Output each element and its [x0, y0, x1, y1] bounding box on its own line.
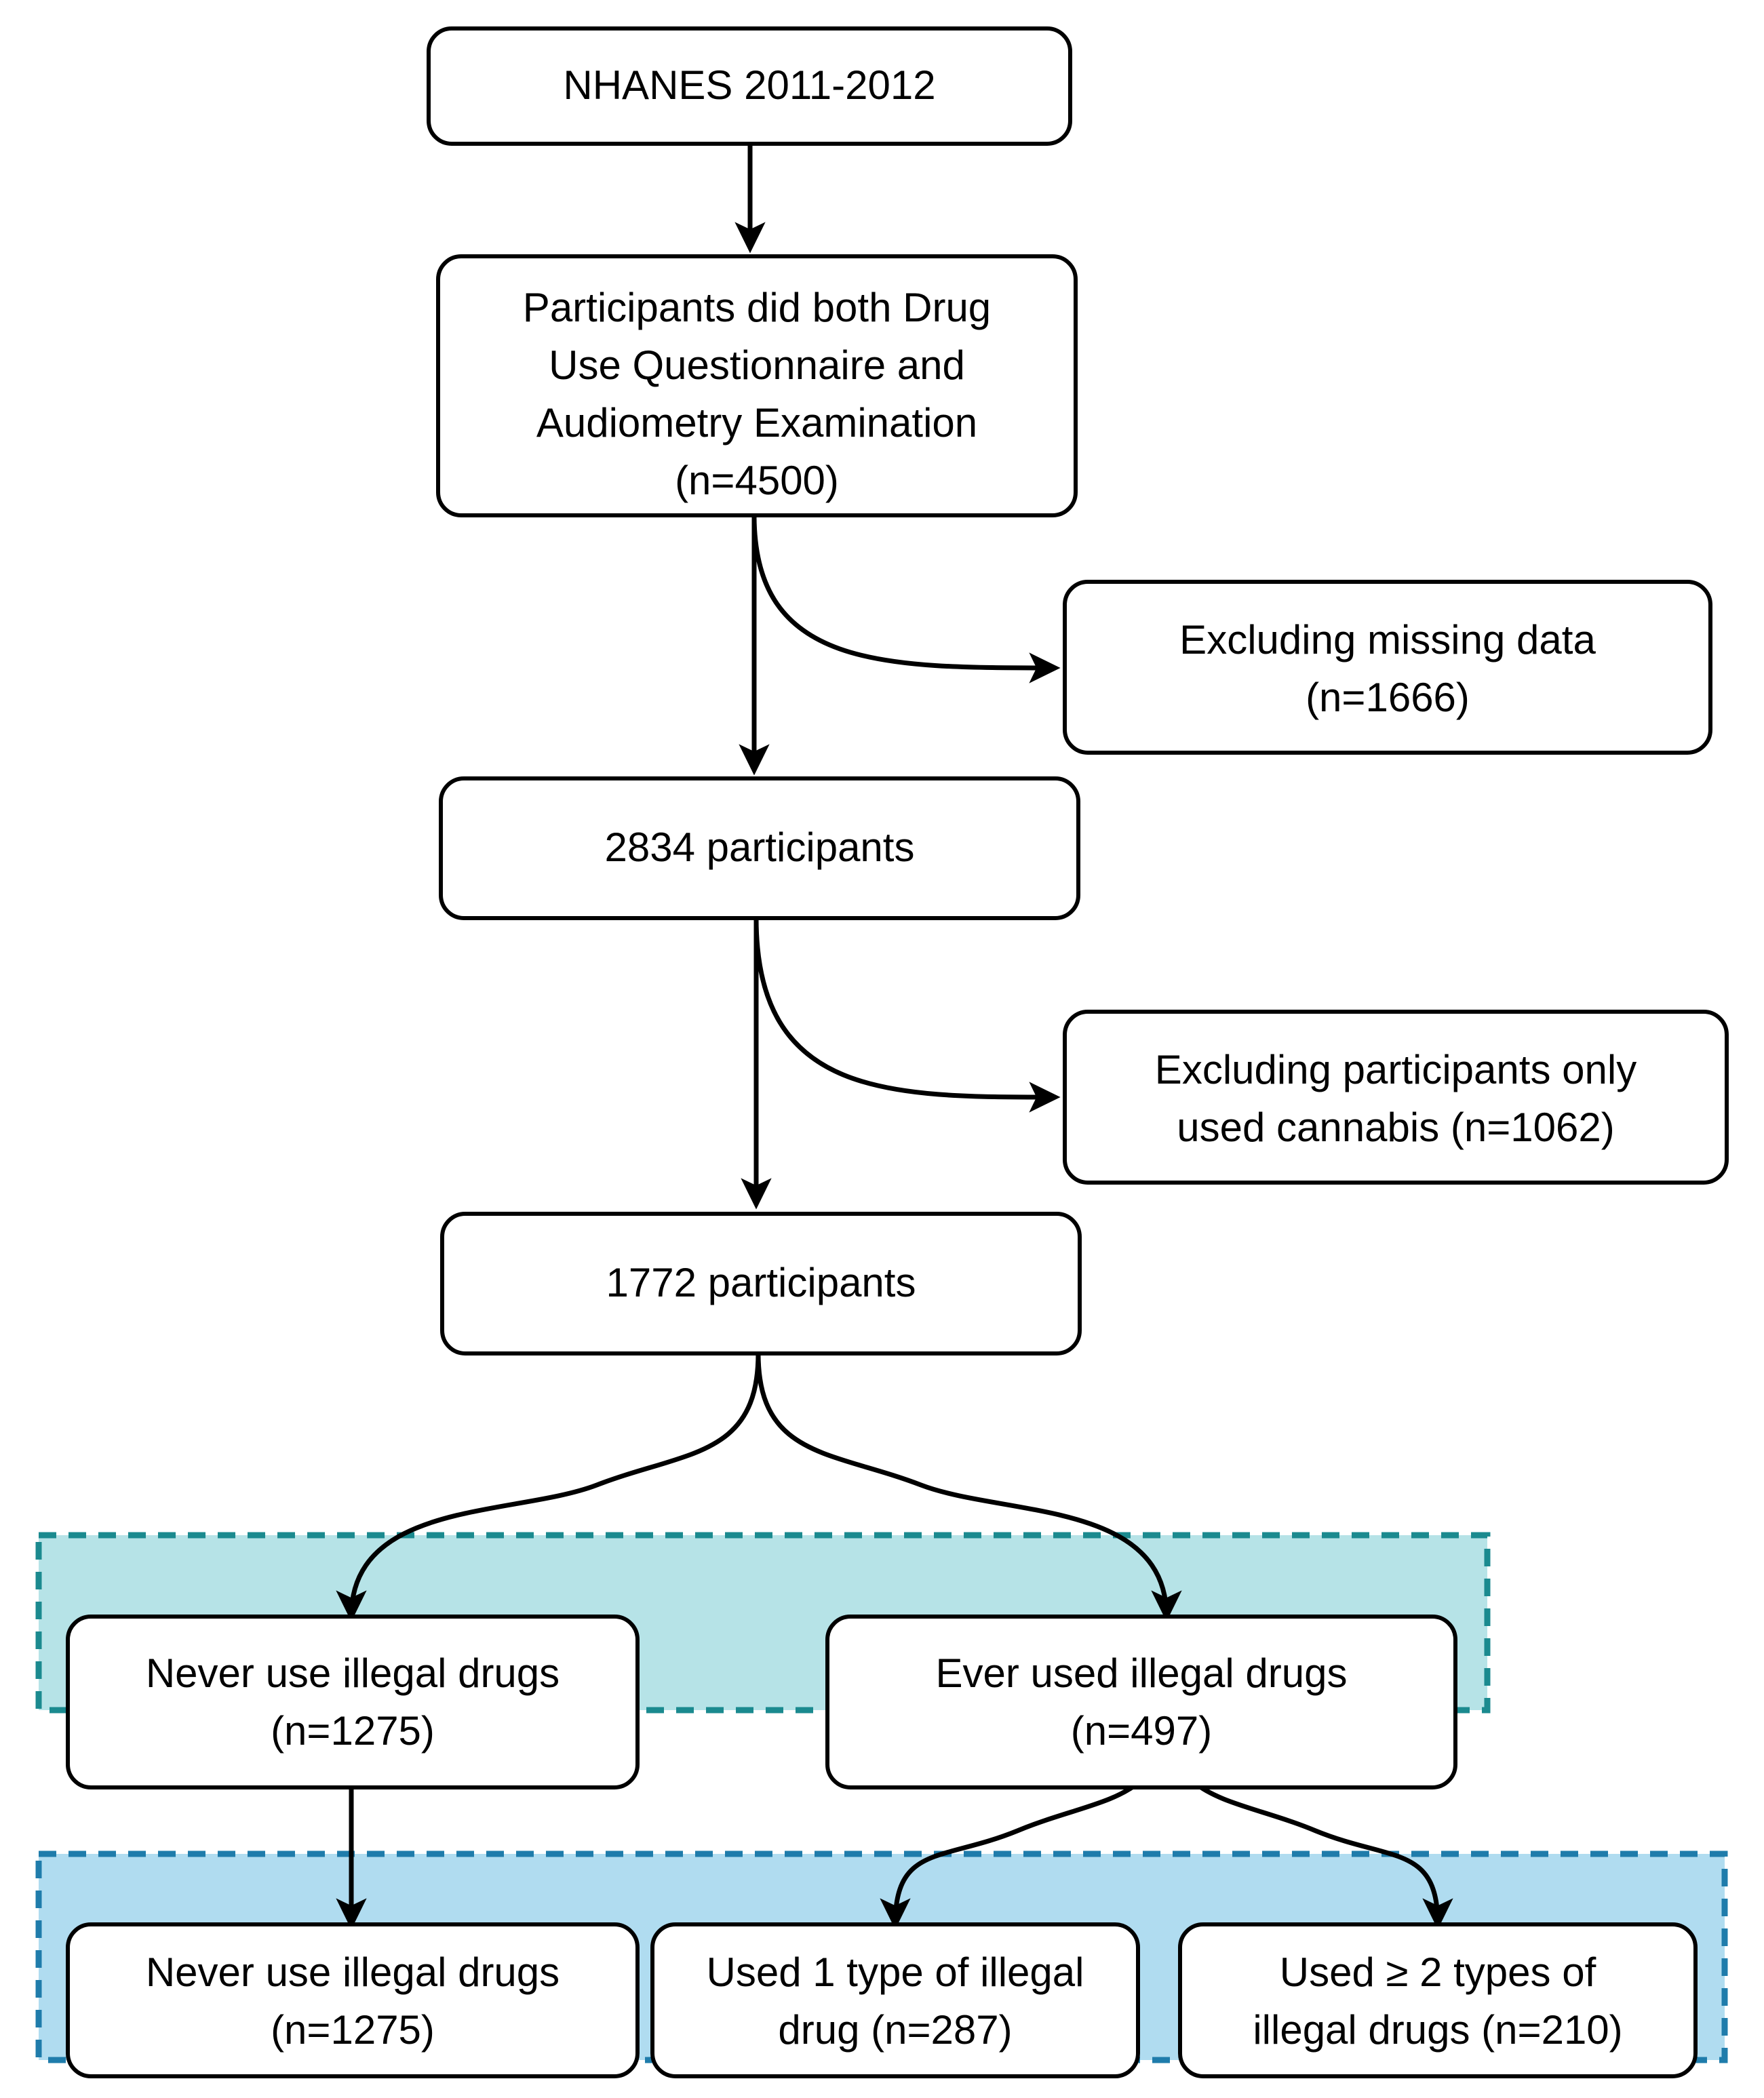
node-after-cannabis[interactable]: 1772 participants [440, 1212, 1082, 1355]
node-never-a[interactable]: Never use illegal drugs (n=1275) [66, 1615, 640, 1789]
node-excl-missing[interactable]: Excluding missing data (n=1666) [1063, 580, 1712, 755]
node-one-type-line1: Used 1 type of illegal [707, 1949, 1084, 1995]
node-excl-cannabis[interactable]: Excluding participants only used cannabi… [1063, 1010, 1729, 1185]
edge-both-exams-to-excl-missing [751, 515, 1061, 684]
node-never-a-line1: Never use illegal drugs [146, 1650, 560, 1696]
edge-after-cannabis-to-never-a [336, 1353, 761, 1622]
node-one-type-line2: drug (n=287) [778, 2007, 1012, 2053]
node-never-b-line1: Never use illegal drugs [146, 1949, 560, 1995]
node-never-b[interactable]: Never use illegal drugs (n=1275) [66, 1922, 640, 2078]
node-two-types[interactable]: Used ≥ 2 types of illegal drugs (n=210) [1178, 1922, 1698, 2078]
node-ever-line2: (n=497) [1071, 1708, 1212, 1754]
node-excl-cannabis-line1: Excluding participants only [1155, 1047, 1636, 1092]
node-source[interactable]: NHANES 2011-2012 [427, 26, 1072, 146]
node-one-type[interactable]: Used 1 type of illegal drug (n=287) [650, 1922, 1140, 2078]
edge-after-cannabis-to-ever [756, 1353, 1182, 1622]
node-after-cannabis-label: 1772 participants [606, 1260, 916, 1305]
node-never-b-line2: (n=1275) [271, 2007, 435, 2053]
node-ever[interactable]: Ever used illegal drugs (n=497) [825, 1615, 1457, 1789]
node-both-exams-line3: Audiometry Examination [536, 400, 977, 446]
node-two-types-line2: illegal drugs (n=210) [1253, 2007, 1622, 2053]
edge-after-missing-to-excl-cannabis [753, 917, 1061, 1113]
node-two-types-line1: Used ≥ 2 types of [1280, 1949, 1596, 1995]
node-both-exams-line2: Use Questionnaire and [549, 342, 965, 388]
node-after-missing-label: 2834 participants [605, 825, 915, 870]
node-after-missing[interactable]: 2834 participants [439, 776, 1080, 920]
node-ever-line1: Ever used illegal drugs [935, 1650, 1347, 1696]
node-both-exams-line1: Participants did both Drug [523, 285, 991, 330]
node-excl-missing-line1: Excluding missing data [1179, 617, 1596, 662]
node-both-exams-line4: (n=4500) [675, 458, 839, 503]
node-excl-missing-line2: (n=1666) [1306, 675, 1470, 720]
node-both-exams[interactable]: Participants did both Drug Use Questionn… [436, 254, 1078, 517]
node-source-label: NHANES 2011-2012 [563, 62, 935, 108]
node-excl-cannabis-line2: used cannabis (n=1062) [1177, 1105, 1614, 1150]
node-never-a-line2: (n=1275) [271, 1708, 435, 1754]
